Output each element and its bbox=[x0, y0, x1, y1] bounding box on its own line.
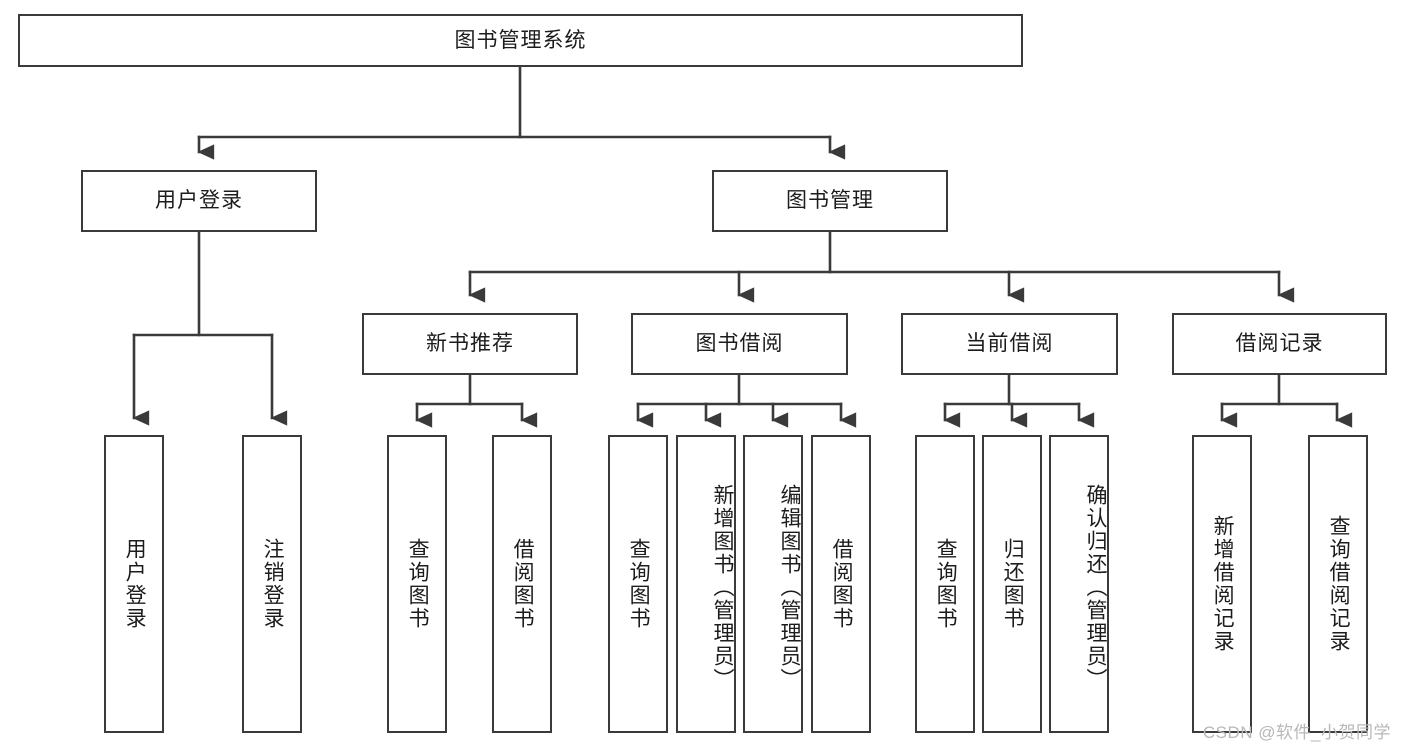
node-leaf-borrow-book-recommend[interactable]: 借阅图书 bbox=[492, 435, 552, 733]
node-leaf-return-book-label: 归还图书 bbox=[1001, 538, 1025, 630]
node-leaf-add-borrow-record[interactable]: 新增借阅记录 bbox=[1192, 435, 1252, 733]
node-root-system-label: 图书管理系统 bbox=[454, 28, 587, 52]
node-leaf-query-borrow-record-label: 查询借阅记录 bbox=[1327, 515, 1351, 653]
node-leaf-borrow-book-borrow-label: 借阅图书 bbox=[830, 538, 854, 630]
node-user-login[interactable]: 用户登录 bbox=[81, 170, 317, 232]
node-leaf-user-login[interactable]: 用户登录 bbox=[104, 435, 164, 733]
node-borrow-record-label: 借阅记录 bbox=[1235, 332, 1324, 356]
node-leaf-add-book[interactable]: 新增图书（管理员） bbox=[676, 435, 736, 733]
node-leaf-logout-login-label: 注销登录 bbox=[261, 538, 285, 630]
node-current-borrow-label: 当前借阅 bbox=[965, 332, 1054, 356]
node-leaf-confirm-return-label: 确认归还（管理员） bbox=[1084, 483, 1107, 691]
node-leaf-query-book-current-label: 查询图书 bbox=[934, 538, 958, 630]
node-leaf-add-book-label: 新增图书（管理员） bbox=[711, 483, 734, 691]
node-leaf-query-book-borrow-label: 查询图书 bbox=[627, 538, 651, 630]
node-leaf-return-book[interactable]: 归还图书 bbox=[982, 435, 1042, 733]
node-leaf-borrow-book-borrow[interactable]: 借阅图书 bbox=[811, 435, 871, 733]
node-root-system[interactable]: 图书管理系统 bbox=[18, 14, 1023, 67]
node-book-borrow[interactable]: 图书借阅 bbox=[631, 313, 848, 375]
node-leaf-borrow-book-recommend-label: 借阅图书 bbox=[511, 538, 535, 630]
node-user-login-label: 用户登录 bbox=[155, 189, 243, 213]
node-current-borrow[interactable]: 当前借阅 bbox=[901, 313, 1118, 375]
node-book-management-label: 图书管理 bbox=[786, 189, 874, 213]
node-leaf-query-book-recommend[interactable]: 查询图书 bbox=[387, 435, 447, 733]
node-leaf-query-book-current[interactable]: 查询图书 bbox=[915, 435, 975, 733]
node-borrow-record[interactable]: 借阅记录 bbox=[1172, 313, 1387, 375]
node-book-borrow-label: 图书借阅 bbox=[695, 332, 784, 356]
node-leaf-user-login-label: 用户登录 bbox=[123, 538, 147, 630]
node-leaf-query-borrow-record[interactable]: 查询借阅记录 bbox=[1308, 435, 1368, 733]
node-leaf-edit-book[interactable]: 编辑图书（管理员） bbox=[743, 435, 803, 733]
node-leaf-edit-book-label: 编辑图书（管理员） bbox=[778, 483, 801, 691]
node-new-book-recommend-label: 新书推荐 bbox=[426, 332, 514, 356]
node-leaf-query-book-borrow[interactable]: 查询图书 bbox=[608, 435, 668, 733]
csdn-watermark: CSDN @软件_小贺同学 bbox=[1202, 723, 1391, 742]
node-leaf-add-borrow-record-label: 新增借阅记录 bbox=[1211, 515, 1235, 653]
node-leaf-confirm-return[interactable]: 确认归还（管理员） bbox=[1049, 435, 1109, 733]
node-leaf-query-book-recommend-label: 查询图书 bbox=[406, 538, 430, 630]
node-new-book-recommend[interactable]: 新书推荐 bbox=[362, 313, 578, 375]
node-book-management[interactable]: 图书管理 bbox=[712, 170, 948, 232]
node-leaf-logout-login[interactable]: 注销登录 bbox=[242, 435, 302, 733]
